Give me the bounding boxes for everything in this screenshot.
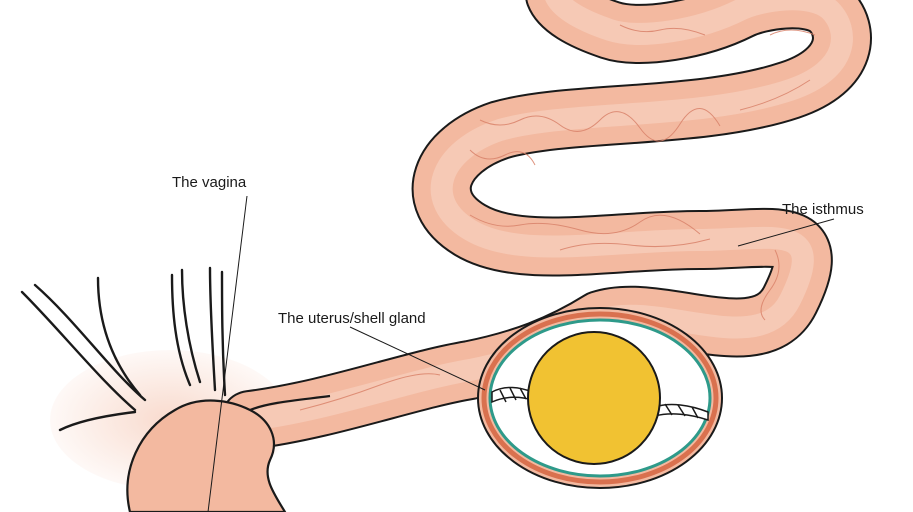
label-vagina: The vagina	[172, 174, 247, 191]
leader-lines	[207, 195, 835, 512]
label-uterus-shell-gland: The uterus/shell gland	[278, 310, 426, 327]
vagina-body	[126, 394, 331, 512]
yolk	[527, 331, 661, 465]
vagina-leader-line	[207, 195, 248, 512]
infundibulum-fringes	[20, 266, 227, 432]
uterus-leader-line	[349, 326, 486, 391]
chalazae	[491, 386, 709, 422]
label-isthmus: The isthmus	[782, 201, 864, 218]
isthmus-leader-line	[737, 218, 835, 247]
uterus-shell-gland	[477, 307, 723, 489]
